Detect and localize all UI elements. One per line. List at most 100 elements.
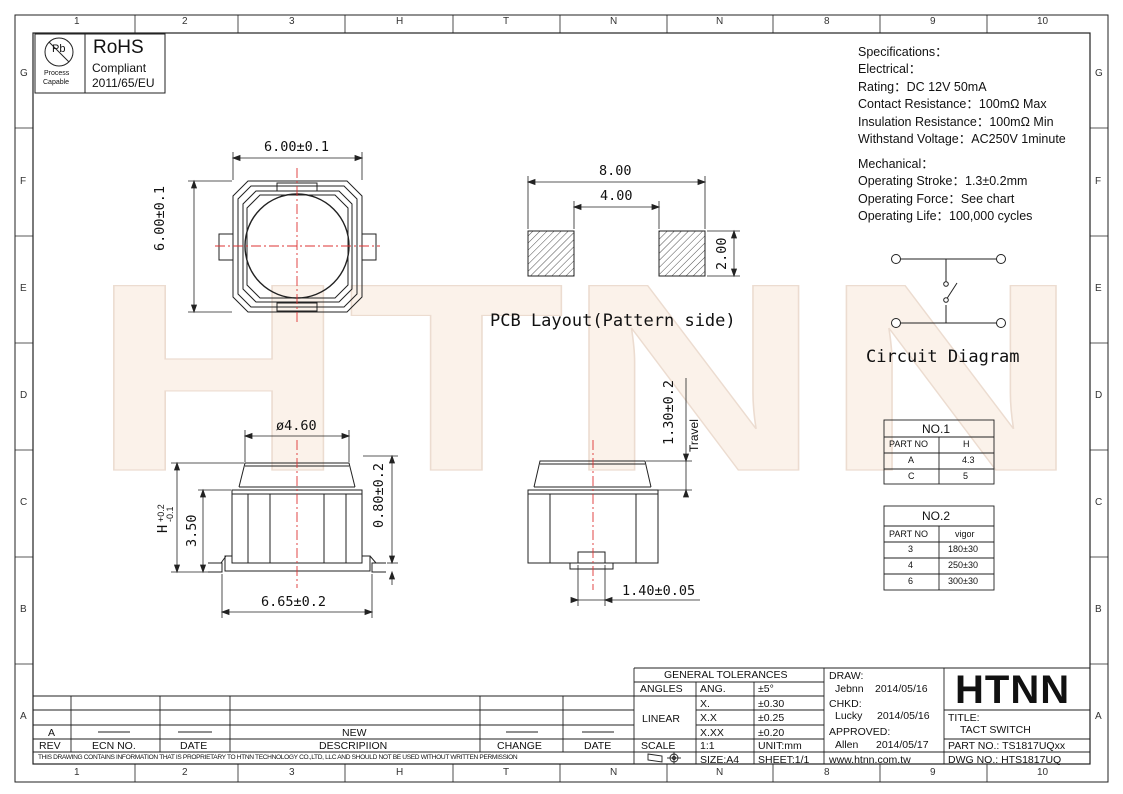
grid-row-a: A: [20, 711, 27, 722]
rohs-directive: 2011/65/EU: [92, 76, 155, 90]
ang-label: ANG.: [700, 683, 726, 695]
angles-label: ANGLES: [640, 683, 683, 695]
x3-label: X.XX: [700, 727, 724, 739]
table-no1-cell: C: [908, 471, 915, 481]
pcb-pad-right: [658, 230, 706, 277]
spec-contact-resistance: Contact Resistance：100mΩ Max: [858, 97, 1047, 111]
table-no1-title: NO.1: [922, 422, 951, 436]
spec-operating-force: Operating Force：See chart: [858, 192, 1015, 206]
table-no1-header-part: PART NO: [889, 439, 929, 449]
grid-row-e: E: [20, 283, 27, 294]
title-value: TACT SWITCH: [960, 724, 1031, 736]
grid-col-9: 9: [930, 16, 936, 27]
table-no2-cell: 6: [908, 576, 914, 586]
dim-height-h-minus: -0.1: [165, 506, 175, 522]
table-no1-grid: [883, 419, 995, 485]
change-header: CHANGE: [497, 740, 542, 752]
title-block-grid: [633, 667, 1090, 764]
title-label: TITLE:: [948, 712, 980, 724]
grid-col-6-bottom: N: [610, 767, 618, 778]
dim-lead-height: 0.80±0.2: [371, 462, 387, 528]
top-view-centerlines: [215, 168, 380, 325]
grid-row-c-right: C: [1095, 497, 1103, 508]
grid-row-b-right: B: [1095, 604, 1102, 615]
spec-rating: Rating：DC 12V 50mA: [858, 80, 987, 94]
projection-symbol-icon: [647, 752, 681, 764]
grid-row-f: F: [20, 176, 27, 187]
pb-circle-icon: [44, 37, 74, 67]
grid-row-c: C: [20, 497, 28, 508]
table-no2-title: NO.2: [922, 509, 951, 523]
rev-header: REV: [39, 740, 61, 752]
grid-col-4-bottom: H: [396, 767, 404, 778]
chkd-date: 2014/05/16: [877, 710, 930, 722]
grid-col-10-bottom: 10: [1037, 767, 1049, 778]
dim-top-width: 6.00±0.1: [264, 139, 330, 155]
approved-name: Allen: [835, 739, 859, 751]
dim-body-width: 6.65±0.2: [261, 594, 327, 610]
table-no1-cell: 5: [963, 471, 969, 481]
website: www.htnn.com.tw: [829, 754, 911, 766]
x3-tolerance: ±0.20: [758, 727, 785, 739]
dim-pcb-pad: 2.00: [714, 237, 730, 270]
general-tolerances-label: GENERAL TOLERANCES: [664, 669, 788, 681]
rohs-title: RoHS: [93, 37, 144, 58]
scale-value: 1:1: [700, 740, 715, 752]
spec-mechanical-heading: Mechanical：: [858, 157, 934, 171]
table-no2-cell: 4: [908, 560, 914, 570]
rohs-badge: [34, 33, 166, 94]
spec-withstand-voltage: Withstand Voltage：AC250V 1minute: [858, 132, 1066, 146]
dim-pcb-outer: 8.00: [599, 163, 632, 179]
grid-col-4: H: [396, 16, 404, 27]
proprietary-disclaimer: THIS DRAWING CONTAINS INFORMATION THAT I…: [38, 754, 518, 761]
chkd-name: Lucky: [835, 710, 863, 722]
circuit-diagram-caption: Circuit Diagram: [866, 347, 1020, 367]
dim-pcb-inner: 4.00: [600, 188, 633, 204]
drawing-frame: [14, 14, 1109, 783]
x2-label: X.X: [700, 712, 717, 724]
front-view-dims: [171, 430, 398, 618]
grid-col-8: 8: [824, 16, 830, 27]
dim-actuator-diameter: ø4.60: [276, 418, 317, 434]
approved-label: APPROVED:: [829, 726, 891, 738]
x2-tolerance: ±0.25: [758, 712, 785, 724]
scale-label: SCALE: [641, 740, 676, 752]
ecn-header: ECN NO.: [92, 740, 136, 752]
grid-row-g: G: [20, 68, 28, 79]
date2-header: DATE: [584, 740, 612, 752]
grid-col-2: 2: [182, 16, 188, 27]
pcb-pad-left: [527, 230, 575, 277]
x1-label: X.: [700, 698, 710, 710]
grid-col-1-bottom: 1: [74, 767, 80, 778]
top-view-dims: [188, 152, 364, 314]
table-no2-header-part: PART NO: [889, 529, 929, 539]
x1-tolerance: ±0.30: [758, 698, 785, 710]
spec-electrical-heading: Electrical：: [858, 62, 922, 76]
circuit-diagram: [891, 254, 1006, 328]
side-view-dims: [570, 378, 700, 606]
description-new: NEW: [342, 727, 367, 739]
pcb-dims: [526, 176, 740, 278]
table-no1-header-h: H: [963, 439, 970, 449]
rohs-compliant: Compliant: [92, 61, 147, 75]
approved-date: 2014/05/17: [876, 739, 929, 751]
grid-row-d-right: D: [1095, 390, 1103, 401]
grid-col-2-bottom: 2: [182, 767, 188, 778]
grid-col-9-bottom: 9: [930, 767, 936, 778]
table-no2-cell: 300±30: [948, 576, 978, 586]
dim-travel-label: Travel: [687, 419, 701, 452]
revision-block-grid: [33, 695, 634, 753]
table-no2-cell: 180±30: [948, 544, 978, 554]
grid-row-g-right: G: [1095, 68, 1103, 79]
table-no2-cell: 3: [908, 544, 914, 554]
grid-col-5-bottom: T: [503, 767, 510, 778]
dim-lead-width: 1.40±0.05: [622, 583, 696, 599]
grid-col-1: 1: [74, 16, 80, 27]
part-number: PART NO.: TS1817UQxx: [948, 740, 1066, 752]
pb-capable-label: Capable: [43, 79, 70, 86]
grid-col-5: T: [503, 16, 510, 27]
unit-label: UNIT:mm: [758, 740, 802, 752]
table-no1-cell: A: [908, 455, 915, 465]
pb-process-label: Process: [44, 70, 70, 77]
